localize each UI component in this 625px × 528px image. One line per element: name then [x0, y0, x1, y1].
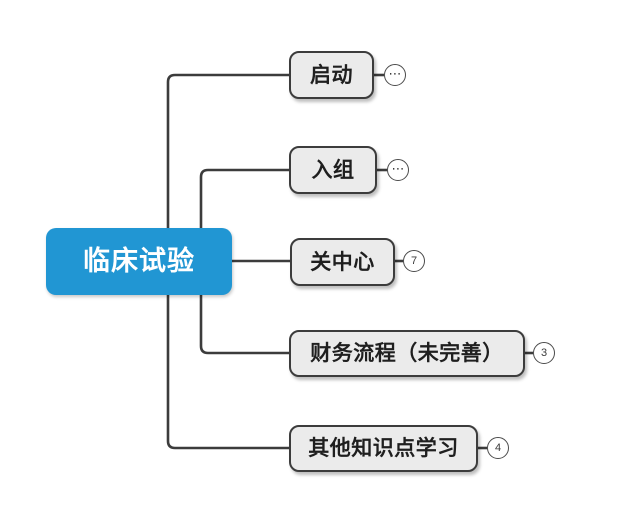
node-badge-4[interactable]: 3 — [533, 342, 555, 364]
link-to-node-2 — [199, 168, 289, 178]
link-to-node-1 — [166, 73, 289, 83]
badge-label-5: 4 — [494, 441, 502, 454]
node-badge-2[interactable]: ⋯ — [387, 159, 409, 181]
link-to-node-5 — [166, 440, 289, 450]
mindmap-node-guanzhongxin[interactable]: 关中心 — [290, 238, 395, 286]
mindmap-node-caiwuliucheng[interactable]: 财务流程（未完善） — [289, 330, 525, 377]
badge-label-4: 3 — [540, 346, 548, 359]
mindmap-node-qidong[interactable]: 启动 — [289, 51, 374, 99]
node-label-1: 启动 — [310, 63, 353, 87]
node-badge-3[interactable]: 7 — [403, 250, 425, 272]
mindmap-node-qitazhishidian[interactable]: 其他知识点学习 — [289, 425, 478, 472]
node-label-4: 财务流程（未完善） — [310, 342, 504, 365]
badge-label-1: ⋯ — [388, 65, 402, 81]
root-node-label: 临床试验 — [83, 246, 195, 276]
node-label-2: 入组 — [311, 158, 355, 182]
link-to-node-4 — [199, 345, 289, 355]
badge-label-2: ⋯ — [391, 160, 405, 176]
badge-label-3: 7 — [410, 254, 418, 267]
mindmap-root-node[interactable]: 临床试验 — [46, 228, 232, 295]
node-label-5: 其他知识点学习 — [308, 437, 459, 460]
node-badge-5[interactable]: 4 — [487, 437, 509, 459]
mindmap-node-ruzu[interactable]: 入组 — [289, 146, 377, 194]
node-label-3: 关中心 — [310, 250, 375, 274]
node-badge-1[interactable]: ⋯ — [384, 64, 406, 86]
